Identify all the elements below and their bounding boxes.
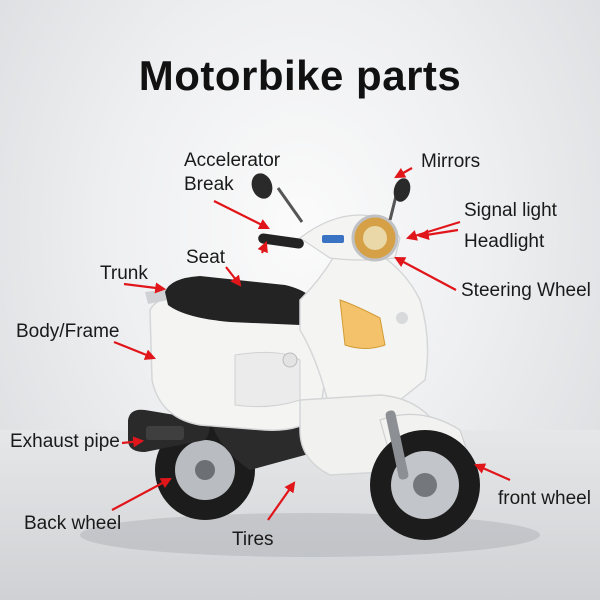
seat-shape: [165, 276, 318, 325]
label-trunk: Trunk: [100, 263, 148, 284]
page-title: Motorbike parts: [138, 52, 462, 99]
arrow-tires: [267, 481, 296, 521]
arrow-break: [257, 240, 268, 254]
arrow-trunk: [123, 282, 167, 294]
floor-backdrop: [0, 430, 600, 600]
label-signal-light: Signal light: [464, 200, 557, 221]
label-back-wheel: Back wheel: [24, 513, 122, 534]
label-front-wheel: front wheel: [498, 488, 591, 509]
arrow-headlight: [417, 228, 459, 241]
label-mirrors: Mirrors: [421, 151, 481, 172]
label-steering-wheel: Steering Wheel: [461, 280, 591, 301]
arrow-back-wheel: [111, 477, 172, 511]
arrow-steering-wheel: [394, 256, 457, 291]
label-body-frame: Body/Frame: [16, 321, 120, 342]
headlight-shape: [351, 214, 399, 262]
label-seat: Seat: [186, 247, 226, 268]
label-headlight: Headlight: [464, 231, 545, 252]
arrow-mirrors: [394, 167, 413, 179]
arrow-signal-light: [405, 220, 461, 241]
label-exhaust-pipe: Exhaust pipe: [10, 431, 120, 452]
arrow-exhaust-pipe: [121, 436, 145, 448]
label-break: Break: [184, 174, 234, 195]
arrow-seat: [225, 266, 242, 287]
arrow-body-frame: [113, 340, 157, 360]
arrow-front-wheel: [473, 463, 511, 482]
label-tires: Tires: [232, 529, 274, 550]
mirrors-shape: [251, 173, 411, 223]
label-accelerator: Accelerator: [184, 150, 281, 171]
front-wheel-shape: [370, 430, 480, 540]
arrow-accelerator: [213, 200, 270, 229]
